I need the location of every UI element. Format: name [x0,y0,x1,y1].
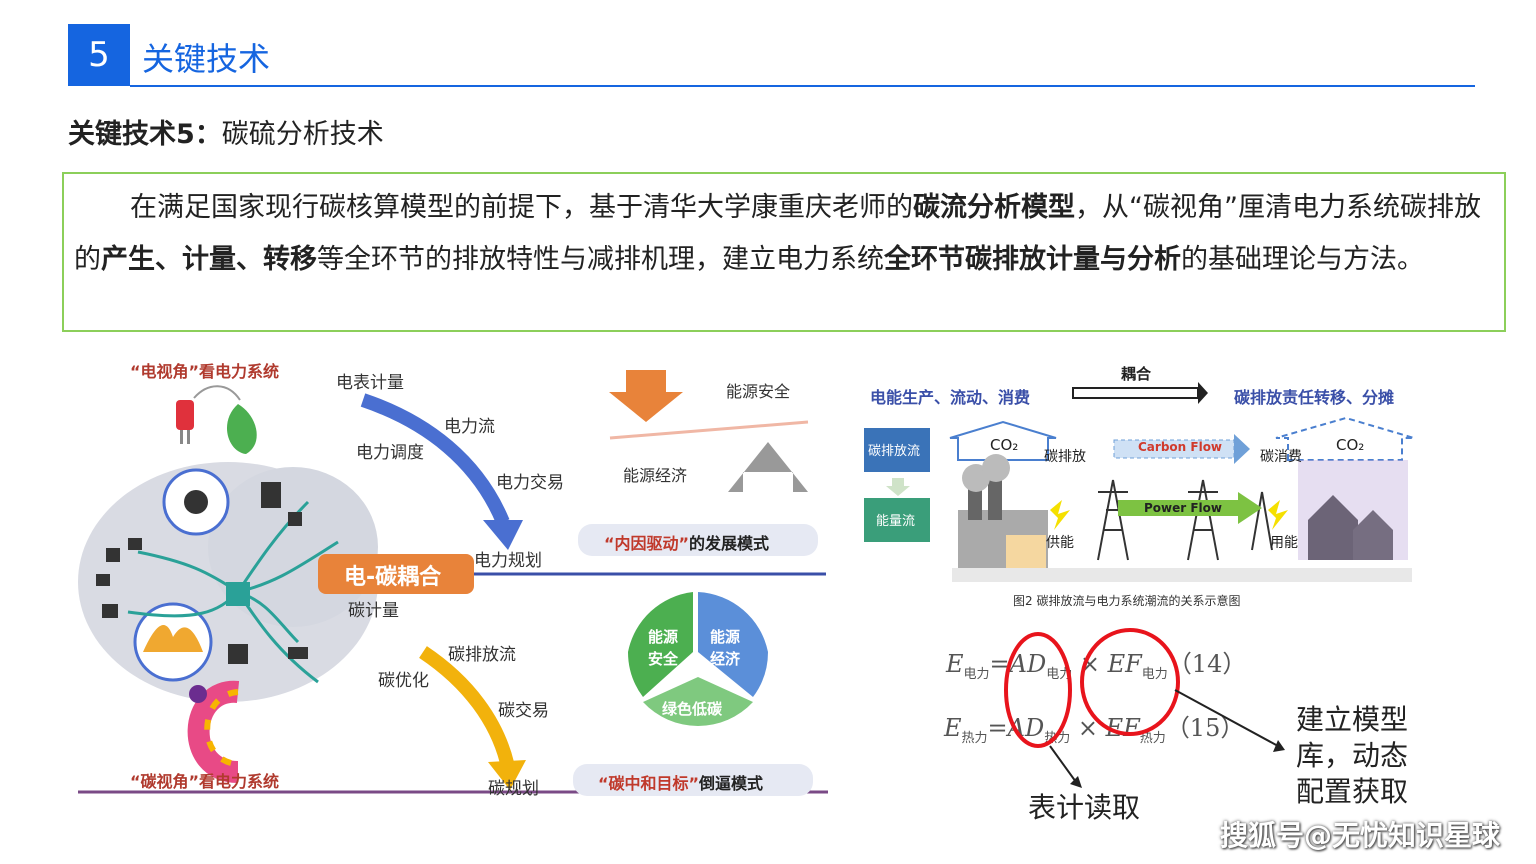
eq1-AD-sub: 电力 [1046,666,1073,682]
formula-area: E电力=AD电力 × EF电力（14） E热力=AD热力 × EF热力（15） [920,632,1270,752]
upper-flow-1: 电表计量 [336,373,404,393]
use-label: 用能 [1270,535,1298,551]
meter-reading-label: 表计读取 [1028,791,1141,824]
right-figure-graphics [864,382,1415,582]
carbon-flow-label: Carbon Flow [1138,440,1223,454]
left-figure: “电视角”看电力系统 “碳视角”看电力系统 电-碳耦合 电表计量 电力流 电力调… [78,352,828,799]
carbon-consume-label: 碳消费 [1260,449,1302,465]
equation-15: E热力=AD热力 × EF热力（15） [944,714,1245,746]
power-flow-label: Power Flow [1144,501,1222,515]
eq2-E-sub: 热力 [961,730,988,746]
eq1-EF-sub: 电力 [1141,666,1168,682]
mode1-banner: “内因驱动”的发展模式 [604,530,769,554]
mode1-quote: “内因驱动” [604,534,690,553]
mode2-banner: “碳中和目标”倒逼模式 [598,770,763,794]
section-number: 5 [68,24,130,86]
para-bold-1: 碳流分析模型 [913,192,1075,223]
eq2-E: E [944,714,962,742]
eq2-number: （15） [1165,714,1245,742]
upper-flow-5: 电力规划 [474,551,542,571]
equation-14: E电力=AD电力 × EF电力（14） [946,650,1247,682]
paragraph-box [62,172,1506,332]
carbon-emission-flow-box: 碳排放流 [868,444,921,459]
mode1-text: 的发展模式 [689,534,770,553]
lower-flow-1: 碳计量 [348,601,399,621]
triangle-economy: 能源经济 [710,628,741,668]
upper-flow-3: 电力调度 [356,443,424,463]
header-divider [130,85,1475,87]
triangle-green: 绿色低碳 [662,700,723,718]
subtitle-text: 碳硫分析技术 [221,119,384,150]
electric-title: 电能生产、流动、消费 [870,388,1031,407]
carbon-title: 碳排放责任转移、分摊 [1234,388,1395,407]
watermark: 搜狐号@无忧知识星球 [1219,819,1500,852]
mode2-quote: “碳中和目标” [598,774,700,793]
eq1-EF: EF [1107,650,1142,678]
right-figure: 耦合 电能生产、流动、消费 碳排放责任转移、分摊 碳排放流 能量流 CO₂ CO… [858,360,1418,610]
energy-economy-label: 能源经济 [623,466,688,485]
subtitle-bold: 关键技术5： [68,119,222,150]
eq1-AD: AD [1009,650,1047,678]
para-bold-2: 产生、计量、转移 [101,244,317,275]
supply-label: 供能 [1046,535,1074,551]
para-bold-3: 全环节碳排放计量与分析 [884,244,1181,275]
para-text-4: 的基础理论与方法。 [1181,244,1424,275]
left-bottom-caption: “碳视角”看电力系统 [130,772,280,791]
triangle-security: 能源安全 [648,628,679,668]
para-text-1: 在满足国家现行碳核算模型的前提下，基于清华大学康重庆老师的 [130,192,913,223]
figure2-caption: 图2 碳排放流与电力系统潮流的关系示意图 [1013,594,1241,608]
eq2-EF-sub: 热力 [1139,730,1166,746]
lower-flow-4: 碳交易 [498,701,549,721]
upper-flow-4: 电力交易 [496,473,564,493]
energy-security-label: 能源安全 [726,382,791,401]
energy-flow-box: 能量流 [876,514,916,529]
co2-right: CO₂ [1336,436,1365,454]
carbon-emit-label: 碳排放 [1044,449,1086,465]
upper-flow-2: 电力流 [444,417,495,437]
annotation-marks [1004,628,1285,788]
lower-flow-2: 碳排放流 [448,645,516,665]
para-text-2: ，从“碳视角”厘清电力系统碳排放的 [74,192,1481,275]
para-text-3: 等全环节的排放特性与减排机理，建立电力系统 [317,244,884,275]
mode2-text: 倒逼模式 [699,774,764,793]
lower-flow-5: 碳规划 [488,779,539,799]
subtitle: 关键技术5：碳硫分析技术 [68,112,384,151]
co2-left: CO₂ [990,436,1019,454]
section-title: 关键技术 [142,40,271,78]
coupling-label: 耦合 [1121,365,1152,383]
paragraph: 在满足国家现行碳核算模型的前提下，基于清华大学康重庆老师的碳流分析模型，从“碳视… [74,182,1494,286]
left-figure-graphics [78,370,828,796]
eq1-E-sub: 电力 [963,666,990,682]
model-library-label: 建立模型库，动态配置获取 [1296,703,1409,808]
center-coupling-label: 电-碳耦合 [344,565,442,590]
lower-flow-3: 碳优化 [378,671,429,691]
eq1-number: （14） [1167,650,1247,678]
left-top-caption: “电视角”看电力系统 [130,362,280,381]
eq1-E: E [946,650,964,678]
